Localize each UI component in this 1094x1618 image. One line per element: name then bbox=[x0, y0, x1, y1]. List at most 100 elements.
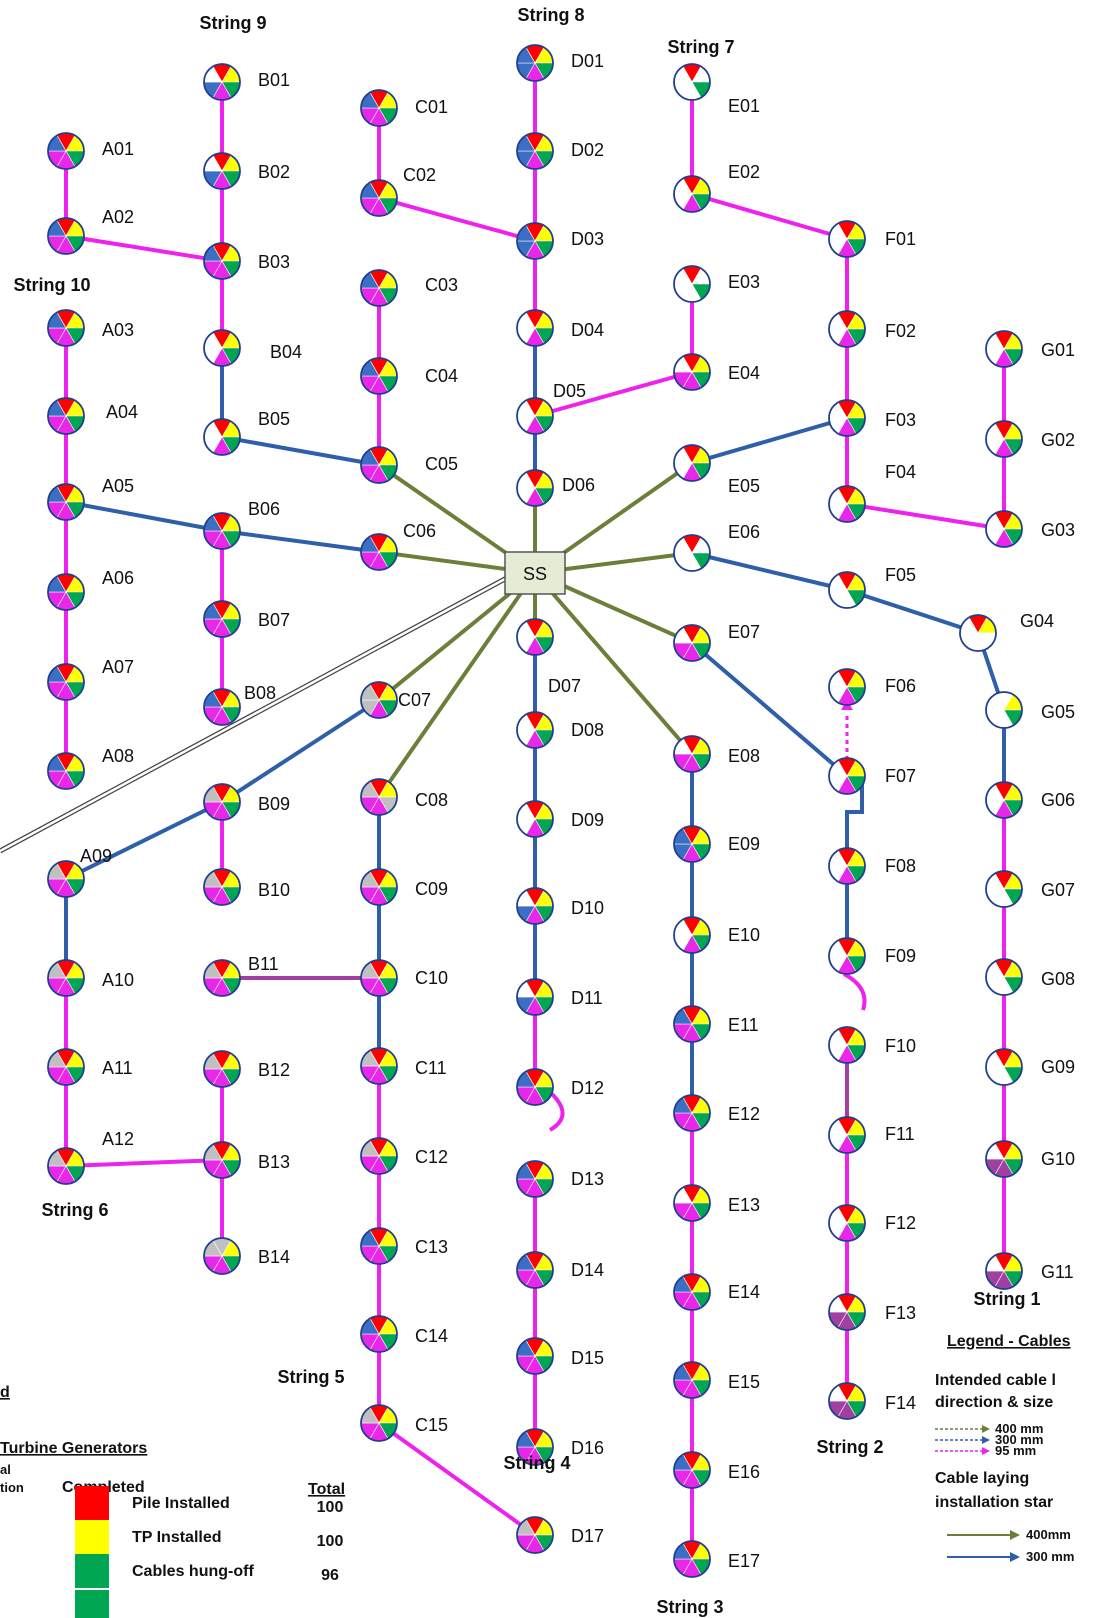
turbine-c10[interactable]: C10 bbox=[360, 959, 448, 997]
cable-e02-f01[interactable] bbox=[691, 192, 848, 241]
feeder-cable-ss-e08[interactable] bbox=[533, 571, 694, 756]
turbine-d12[interactable]: D12 bbox=[516, 1068, 604, 1106]
cable-e07-f07[interactable] bbox=[690, 641, 849, 778]
turbine-b02[interactable]: B02 bbox=[203, 152, 290, 190]
turbine-b01[interactable]: B01 bbox=[203, 63, 290, 101]
turbine-d01[interactable]: D01 bbox=[516, 44, 604, 82]
turbine-e11[interactable]: E11 bbox=[673, 1005, 759, 1043]
turbine-c11[interactable]: C11 bbox=[360, 1047, 447, 1085]
cable-b09-c07[interactable] bbox=[220, 698, 381, 804]
cable-e06-f05[interactable] bbox=[691, 551, 848, 592]
turbine-e14[interactable]: E14 bbox=[673, 1273, 760, 1311]
turbine-d04[interactable]: D04 bbox=[516, 309, 604, 347]
cable-a05-b06[interactable] bbox=[65, 500, 223, 533]
turbine-a10[interactable]: A10 bbox=[47, 959, 134, 997]
turbine-b10[interactable]: B10 bbox=[203, 868, 290, 906]
turbine-f14[interactable]: F14 bbox=[828, 1382, 916, 1420]
turbine-e05[interactable]: E05 bbox=[673, 444, 760, 496]
turbine-g11[interactable]: G11 bbox=[985, 1252, 1074, 1290]
cable-e05-f03[interactable] bbox=[691, 416, 848, 465]
turbine-c07[interactable]: C07 bbox=[360, 681, 431, 719]
turbine-g01[interactable]: G01 bbox=[985, 330, 1075, 368]
turbine-e13[interactable]: E13 bbox=[673, 1184, 760, 1222]
turbine-c02[interactable]: C02 bbox=[360, 165, 436, 217]
turbine-e03[interactable]: E03 bbox=[673, 265, 760, 303]
turbine-c08[interactable]: C08 bbox=[360, 778, 448, 816]
turbine-e04[interactable]: E04 bbox=[673, 353, 760, 391]
cable-b06-c06[interactable] bbox=[221, 529, 380, 554]
turbine-a03[interactable]: A03 bbox=[47, 309, 134, 347]
cable-c02-d03[interactable] bbox=[378, 196, 536, 243]
turbine-d11[interactable]: D11 bbox=[516, 978, 603, 1016]
turbine-e15[interactable]: E15 bbox=[673, 1361, 760, 1399]
turbine-e12[interactable]: E12 bbox=[673, 1094, 760, 1132]
turbine-c01[interactable]: C01 bbox=[360, 89, 448, 127]
turbine-f03[interactable]: F03 bbox=[828, 399, 916, 437]
turbine-f13[interactable]: F13 bbox=[828, 1293, 916, 1331]
turbine-f07[interactable]: F07 bbox=[828, 757, 916, 795]
feeder-cable-ss-c08[interactable] bbox=[377, 571, 537, 799]
turbine-a02[interactable]: A02 bbox=[47, 207, 134, 255]
turbine-a01[interactable]: A01 bbox=[47, 132, 134, 170]
turbine-d10[interactable]: D10 bbox=[516, 887, 604, 925]
turbine-c05[interactable]: C05 bbox=[360, 446, 458, 484]
turbine-b08[interactable]: B08 bbox=[203, 683, 276, 726]
turbine-g08[interactable]: G08 bbox=[985, 958, 1075, 996]
turbine-a09[interactable]: A09 bbox=[47, 846, 112, 898]
turbine-g07[interactable]: G07 bbox=[985, 870, 1075, 908]
turbine-a08[interactable]: A08 bbox=[47, 746, 134, 790]
cable-a12-b13[interactable] bbox=[65, 1158, 223, 1168]
turbine-b13[interactable]: B13 bbox=[203, 1141, 290, 1179]
turbine-e08[interactable]: E08 bbox=[673, 735, 760, 773]
turbine-a05[interactable]: A05 bbox=[47, 476, 134, 521]
turbine-d09[interactable]: D09 bbox=[516, 800, 604, 838]
turbine-g05[interactable]: G05 bbox=[985, 691, 1075, 729]
turbine-c06[interactable]: C06 bbox=[360, 521, 436, 571]
turbine-e02[interactable]: E02 bbox=[673, 162, 760, 213]
turbine-a11[interactable]: A11 bbox=[47, 1048, 133, 1086]
turbine-d08[interactable]: D08 bbox=[516, 711, 604, 749]
turbine-d17[interactable]: D17 bbox=[516, 1516, 604, 1554]
turbine-g04[interactable]: G04 bbox=[959, 611, 1054, 652]
turbine-e17[interactable]: E17 bbox=[673, 1540, 760, 1578]
turbine-b05[interactable]: B05 bbox=[203, 409, 290, 456]
turbine-d07[interactable]: D07 bbox=[516, 618, 581, 696]
turbine-f08[interactable]: F08 bbox=[828, 847, 916, 885]
turbine-a04[interactable]: A04 bbox=[47, 397, 138, 435]
turbine-b11[interactable]: B11 bbox=[203, 954, 279, 997]
turbine-d05[interactable]: D05 bbox=[516, 381, 586, 435]
turbine-a07[interactable]: A07 bbox=[47, 657, 134, 701]
turbine-c12[interactable]: C12 bbox=[360, 1137, 448, 1175]
turbine-d03[interactable]: D03 bbox=[516, 222, 604, 260]
turbine-f02[interactable]: F02 bbox=[828, 310, 916, 348]
turbine-e10[interactable]: E10 bbox=[673, 916, 760, 954]
turbine-f12[interactable]: F12 bbox=[828, 1204, 916, 1242]
turbine-b07[interactable]: B07 bbox=[203, 600, 290, 638]
turbine-f09[interactable]: F09 bbox=[828, 937, 916, 975]
turbine-c04[interactable]: C04 bbox=[360, 357, 458, 395]
turbine-f01[interactable]: F01 bbox=[828, 220, 916, 258]
turbine-f11[interactable]: F11 bbox=[828, 1116, 915, 1154]
turbine-f10[interactable]: F10 bbox=[828, 1026, 916, 1064]
turbine-g03[interactable]: G03 bbox=[985, 510, 1075, 548]
cable-a02-b03[interactable] bbox=[65, 234, 223, 263]
substation[interactable]: SS bbox=[504, 551, 566, 595]
turbine-b06[interactable]: B06 bbox=[203, 499, 280, 550]
cable-f04-g03[interactable] bbox=[846, 502, 1005, 531]
turbine-d16[interactable]: D16 bbox=[516, 1428, 604, 1466]
turbine-g09[interactable]: G09 bbox=[985, 1048, 1075, 1086]
turbine-c13[interactable]: C13 bbox=[360, 1227, 448, 1265]
cable-f05-g04[interactable] bbox=[846, 588, 979, 635]
turbine-d14[interactable]: D14 bbox=[516, 1251, 604, 1289]
turbine-d15[interactable]: D15 bbox=[516, 1337, 604, 1375]
turbine-c14[interactable]: C14 bbox=[360, 1315, 448, 1353]
turbine-f04[interactable]: F04 bbox=[828, 462, 916, 523]
turbine-a06[interactable]: A06 bbox=[47, 568, 134, 611]
turbine-g06[interactable]: G06 bbox=[985, 781, 1075, 819]
cable-a09-b09[interactable] bbox=[65, 800, 223, 881]
turbine-a12[interactable]: A12 bbox=[47, 1129, 134, 1185]
turbine-c15[interactable]: C15 bbox=[360, 1404, 448, 1442]
turbine-f06[interactable]: F06 bbox=[828, 668, 916, 706]
turbine-e07[interactable]: E07 bbox=[673, 622, 760, 662]
turbine-d13[interactable]: D13 bbox=[516, 1160, 604, 1198]
